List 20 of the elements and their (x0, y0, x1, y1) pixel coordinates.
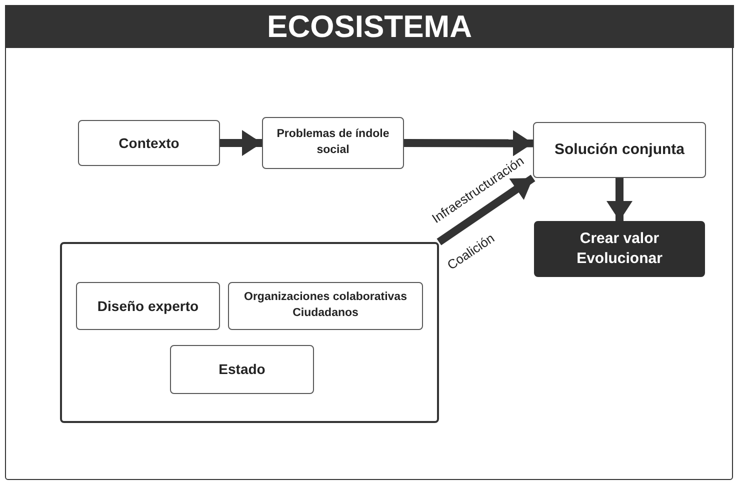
concept-box (170, 345, 314, 394)
concept-box (533, 122, 706, 178)
box-label: Contexto (118, 134, 180, 152)
box-label: Organizaciones colaborativas Ciudadanos (243, 290, 408, 321)
box-label: Crear valor Evolucionar (576, 228, 664, 269)
box-label: Diseño experto (96, 296, 200, 316)
concept-box (262, 117, 404, 169)
concept-box (228, 282, 423, 330)
box-label: Solución conjunta (554, 140, 686, 160)
arrow (404, 130, 534, 156)
title: ECOSISTEMA (5, 5, 734, 48)
result-box (534, 221, 705, 277)
group-box (60, 242, 439, 423)
arrow (220, 130, 262, 156)
arrow (436, 174, 536, 246)
concept-box (78, 120, 220, 166)
arrow (606, 178, 632, 221)
box-label: Estado (218, 360, 266, 379)
concept-box (76, 282, 220, 330)
box-label: Problemas de índole social (276, 127, 390, 158)
